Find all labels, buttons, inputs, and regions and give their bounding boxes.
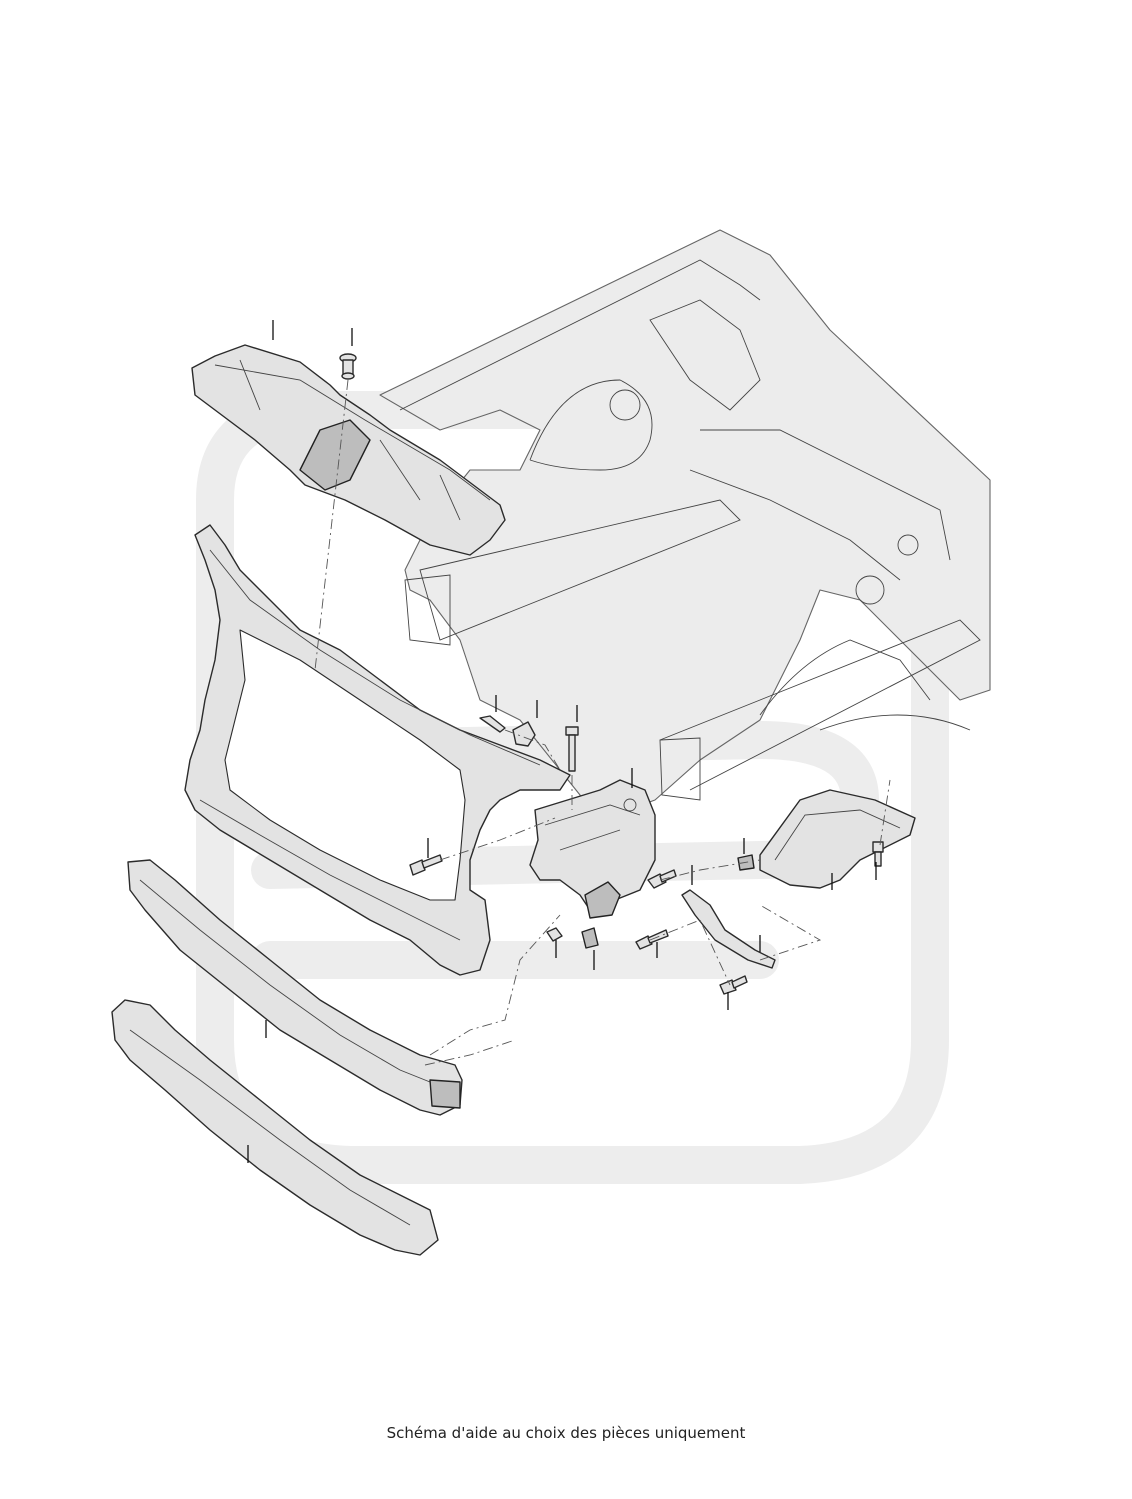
screw-side[interactable]	[872, 841, 884, 867]
carrier-bracket[interactable]	[529, 779, 656, 919]
diagram-caption: Schéma d'aide au choix des pièces unique…	[386, 1424, 746, 1442]
clip-top[interactable]	[512, 721, 536, 747]
nut-lower[interactable]	[546, 927, 563, 942]
strap-bracket[interactable]	[681, 889, 776, 969]
air-guide-cover[interactable]	[191, 344, 506, 556]
bolt-bottom[interactable]	[719, 975, 748, 995]
screw-top-1[interactable]	[479, 715, 506, 733]
bumper-reinforcement[interactable]	[127, 859, 463, 1116]
bolt-vertical[interactable]	[565, 726, 579, 772]
assembly-lines	[314, 379, 891, 1066]
clip-lower[interactable]	[581, 927, 599, 949]
impact-absorber[interactable]	[111, 999, 439, 1256]
side-guide-bracket[interactable]	[759, 789, 916, 889]
bolt-left[interactable]	[409, 854, 443, 876]
expanding-rivet[interactable]	[339, 353, 357, 380]
lock-carrier[interactable]	[184, 524, 571, 976]
body-shell	[379, 229, 991, 821]
leader-lines	[247, 320, 877, 1163]
